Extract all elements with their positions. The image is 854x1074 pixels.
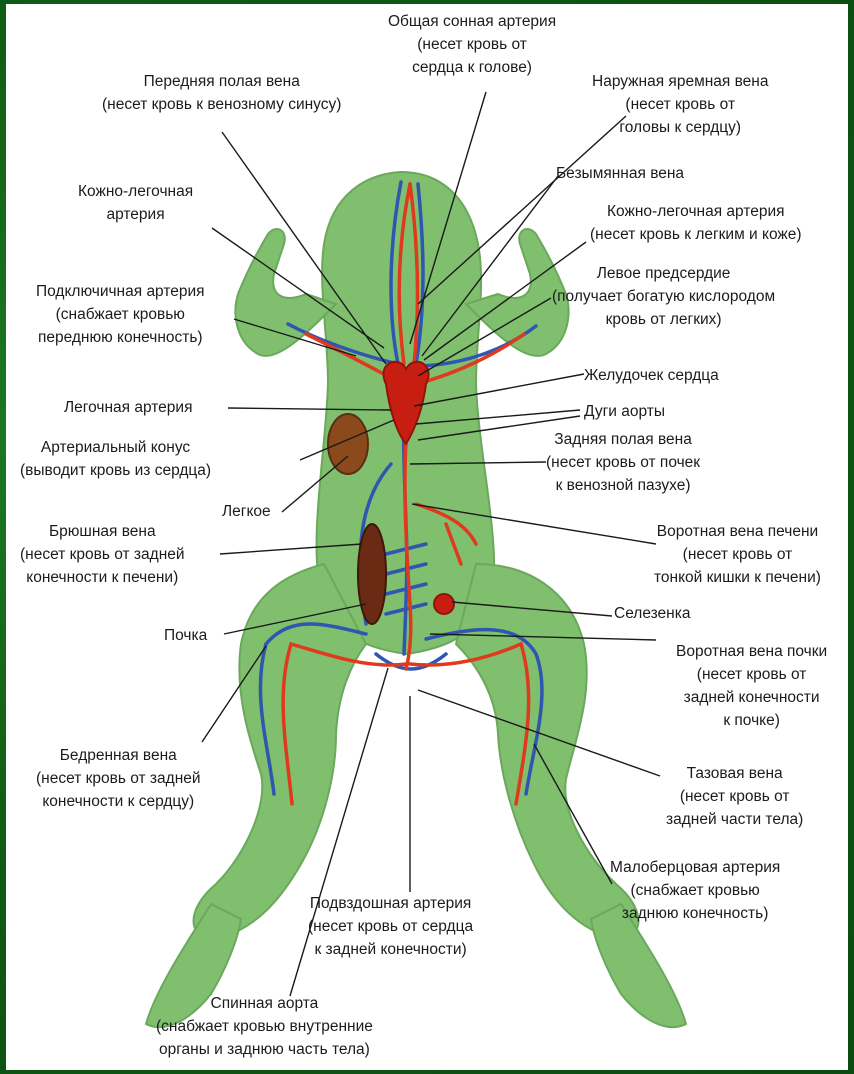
label-external-jugular: Наружная яремная вена (несет кровь от го… xyxy=(592,70,768,139)
label-pulmonary-artery: Легочная артерия xyxy=(64,396,192,419)
label-hepatic-portal: Воротная вена печени (несет кровь от тон… xyxy=(654,520,821,589)
label-left-atrium: Левое предсердие (получает богатую кисло… xyxy=(552,262,775,331)
label-dorsal-aorta: Спинная аорта (снабжает кровью внутренни… xyxy=(156,992,373,1061)
pelvic-vein-line xyxy=(376,654,446,669)
label-aortic-arches: Дуги аорты xyxy=(584,400,665,423)
left-hindlimb xyxy=(194,564,367,939)
kidney xyxy=(358,524,386,624)
label-subclavian: Подключичная артерия (снабжает кровью пе… xyxy=(36,280,205,349)
label-spleen: Селезенка xyxy=(614,602,690,625)
label-anterior-vena-cava: Передняя полая вена (несет кровь к веноз… xyxy=(102,70,341,116)
label-common-carotid: Общая сонная артерия (несет кровь от сер… xyxy=(388,10,556,79)
diagram-panel: Общая сонная артерия (несет кровь от сер… xyxy=(6,4,848,1070)
left-forelimb xyxy=(235,229,336,356)
label-posterior-vena-cava: Задняя полая вена (несет кровь от почек … xyxy=(546,428,700,497)
label-pulmocutaneous-right: Кожно-легочная артерия (несет кровь к ле… xyxy=(590,200,802,246)
label-pelvic-vein: Тазовая вена (несет кровь от задней част… xyxy=(666,762,803,831)
label-iliac-artery: Подвздошная артерия (несет кровь от серд… xyxy=(308,892,473,961)
label-pulmocutaneous-left: Кожно-легочная артерия xyxy=(78,180,193,226)
label-conus: Артериальный конус (выводит кровь из сер… xyxy=(20,436,211,482)
spleen xyxy=(434,594,454,614)
label-femoral-vein: Бедренная вена (несет кровь от задней ко… xyxy=(36,744,201,813)
label-lung: Легкое xyxy=(222,500,271,523)
label-abdominal-vein: Брюшная вена (несет кровь от задней коне… xyxy=(20,520,185,589)
label-peroneal-artery: Малоберцовая артерия (снабжает кровью за… xyxy=(610,856,780,925)
label-innominate-vein: Безымянная вена xyxy=(556,162,684,185)
label-kidney: Почка xyxy=(164,624,207,647)
lung xyxy=(328,414,368,474)
label-renal-portal: Воротная вена почки (несет кровь от задн… xyxy=(676,640,827,732)
label-ventricle: Желудочек сердца xyxy=(584,364,719,387)
